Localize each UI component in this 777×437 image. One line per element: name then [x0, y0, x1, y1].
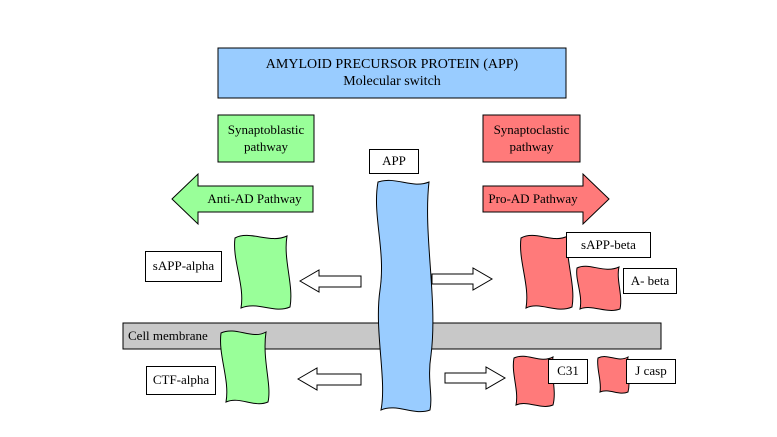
ctf-alpha-shape	[220, 330, 270, 405]
synaptoblastic-line2: pathway	[243, 138, 289, 154]
synaptoclastic-label: Synaptoclastic pathway	[483, 115, 580, 162]
app-label: APP	[369, 149, 419, 174]
synaptoclastic-line1: Synaptoclastic	[493, 122, 570, 138]
arrow-to-sapp-beta	[431, 267, 493, 291]
sapp-alpha-label: sAPP-alpha	[145, 251, 222, 282]
synaptoblastic-box	[217, 114, 315, 163]
app-protein-shape	[375, 179, 434, 413]
c31-shape	[512, 355, 555, 407]
anti-ad-arrow	[171, 172, 314, 226]
arrow-to-ctf-alpha	[297, 367, 362, 391]
j-casp-shape	[597, 356, 630, 394]
title-line2: Molecular switch	[343, 74, 441, 89]
pro-ad-arrow	[482, 172, 610, 226]
j-casp-label: J casp	[626, 359, 676, 384]
a-beta-label: A- beta	[623, 268, 677, 294]
synaptoclastic-box	[482, 114, 581, 163]
arrow-to-sapp-alpha	[299, 269, 362, 293]
title-line1: AMYLOID PRECURSOR PROTEIN (APP)	[265, 56, 519, 72]
title-label: AMYLOID PRECURSOR PROTEIN (APP) Molecula…	[218, 48, 566, 98]
sapp-beta-shape	[520, 234, 574, 310]
ctf-alpha-label: CTF-alpha	[146, 366, 216, 395]
cell-membrane-label: Cell membrane	[128, 327, 208, 343]
synaptoblastic-line1: Synaptoblastic	[227, 122, 305, 138]
anti-ad-pathway-label: Anti-AD Pathway	[207, 190, 302, 206]
synaptoclastic-line2: pathway	[509, 138, 554, 154]
c31-label: C31	[548, 359, 588, 384]
synaptoblastic-label: Synaptoblastic pathway	[218, 115, 314, 162]
title-box	[217, 47, 567, 99]
pro-ad-pathway-label: Pro-AD Pathway	[488, 190, 578, 206]
sapp-beta-label: sAPP-beta	[566, 232, 651, 258]
arrow-to-c31	[444, 366, 506, 390]
sapp-alpha-shape	[234, 234, 292, 310]
a-beta-shape	[576, 265, 622, 311]
